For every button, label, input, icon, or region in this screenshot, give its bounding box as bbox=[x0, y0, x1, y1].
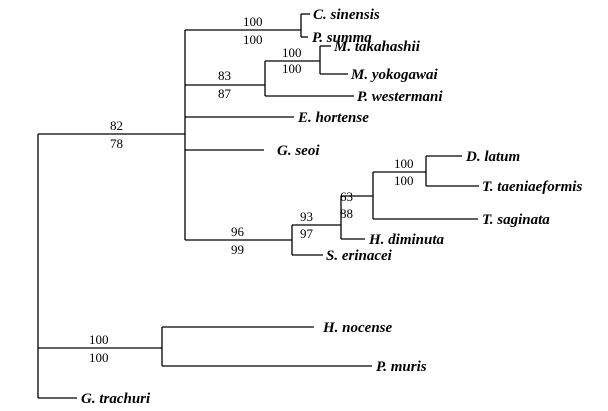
taxon-g-trachuri: G. trachuri bbox=[81, 391, 151, 407]
support-metagonimus-top: 100 bbox=[282, 45, 302, 60]
support-taenia-top: 100 bbox=[394, 156, 414, 171]
support-tapeworm-bottom: 99 bbox=[231, 242, 244, 257]
support-cestode-inner-top: 93 bbox=[300, 209, 313, 224]
taxon-c-sinensis: C. sinensis bbox=[313, 7, 380, 23]
taxon-p-summa: P. summa bbox=[312, 30, 372, 46]
support-cestode-core-top: 63 bbox=[340, 189, 353, 204]
taxon-g-seoi: G. seoi bbox=[277, 143, 320, 159]
taxon-m-takahashii: M. takahashii bbox=[333, 39, 421, 55]
taxon-e-hortense: E. hortense bbox=[297, 110, 369, 126]
taxon-h-nocense: H. nocense bbox=[322, 320, 393, 336]
support-clonorchis-top: 100 bbox=[243, 14, 263, 29]
support-metagonimus-bottom: 100 bbox=[282, 61, 302, 76]
taxon-s-erinacei: S. erinacei bbox=[326, 248, 393, 264]
taxon-t-taeniaeformis: T. taeniaeformis bbox=[482, 179, 582, 195]
taxon-m-yokogawai: M. yokogawai bbox=[350, 67, 439, 83]
support-tapeworm-top: 96 bbox=[231, 224, 245, 239]
taxon-t-saginata: T. saginata bbox=[482, 212, 550, 228]
support-cestode-inner-bottom: 97 bbox=[300, 226, 314, 241]
support-lung-fluke-top: 83 bbox=[218, 68, 231, 83]
support-nematode-top: 100 bbox=[89, 332, 109, 347]
support-cestode-core-bottom: 88 bbox=[340, 206, 353, 221]
support-root-ingroup-top: 82 bbox=[110, 118, 123, 133]
support-taenia-bottom: 100 bbox=[394, 173, 414, 188]
support-lung-fluke-bottom: 87 bbox=[218, 86, 232, 101]
taxon-h-diminuta: H. diminuta bbox=[368, 232, 445, 248]
support-nematode-bottom: 100 bbox=[89, 350, 109, 365]
support-root-ingroup-bottom: 78 bbox=[110, 136, 123, 151]
taxon-p-muris: P. muris bbox=[376, 359, 427, 375]
taxon-d-latum: D. latum bbox=[465, 149, 520, 165]
taxon-p-westermani: P. westermani bbox=[357, 89, 443, 105]
support-clonorchis-bottom: 100 bbox=[243, 32, 263, 47]
